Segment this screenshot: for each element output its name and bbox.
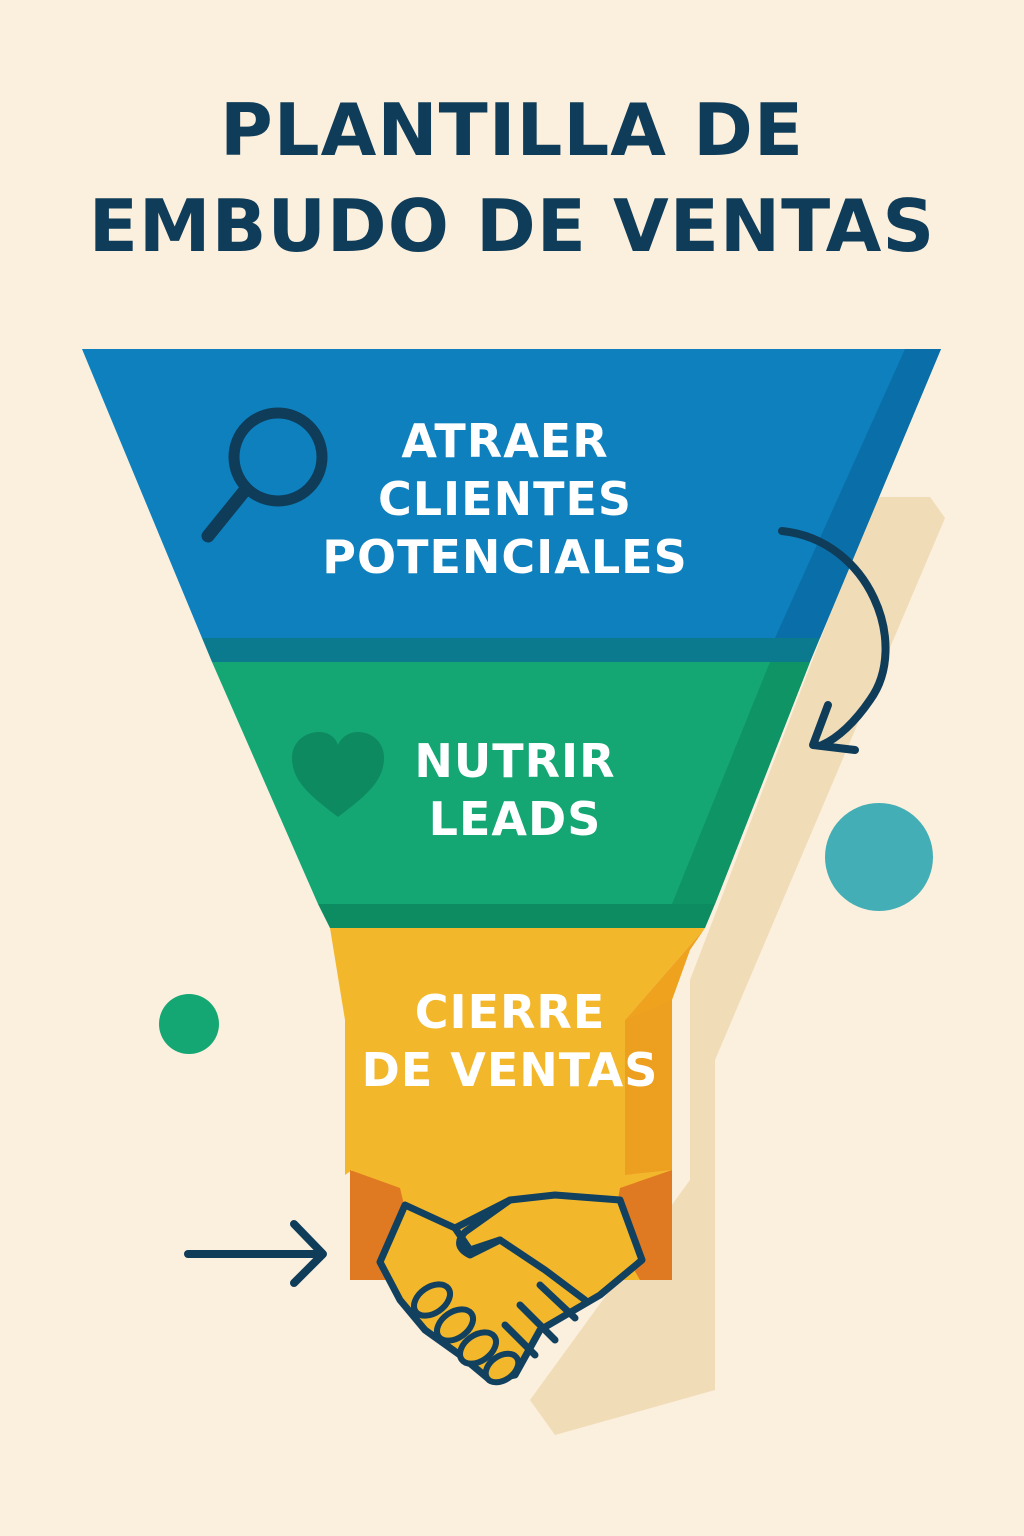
stage-1-label: ATRAER CLIENTES POTENCIALES: [280, 412, 730, 586]
stage-2-line-2: LEADS: [428, 792, 602, 846]
stage-3-line-1: CIERRE: [414, 985, 606, 1039]
page-title: PLANTILLA DE EMBUDO DE VENTAS: [0, 82, 1024, 274]
decorative-teal-circle: [825, 803, 933, 911]
stage-2-label: NUTRIR LEADS: [385, 732, 645, 848]
curved-arrow-icon: [778, 527, 890, 754]
funnel-stage-3-shape: [330, 928, 705, 1280]
stage-1-line-3: POTENCIALES: [322, 530, 688, 584]
title-line-2: EMBUDO DE VENTAS: [88, 184, 936, 268]
funnel-stage-1-divider: [202, 638, 820, 662]
funnel-stage-2-divider: [318, 904, 715, 928]
stage-1-line-2: CLIENTES: [377, 472, 633, 526]
stage-1-line-1: ATRAER: [401, 414, 609, 468]
title-line-1: PLANTILLA DE: [219, 88, 805, 172]
stage-2-line-1: NUTRIR: [414, 734, 616, 788]
funnel-stage-2-shape: [212, 662, 810, 904]
stage-3-line-2: DE VENTAS: [361, 1043, 659, 1097]
right-arrow-icon: [184, 1220, 327, 1287]
stage-3-label: CIERRE DE VENTAS: [330, 983, 690, 1099]
handshake-icon: [376, 1191, 646, 1386]
heart-icon: [292, 732, 384, 817]
magnifying-glass-icon: [201, 407, 328, 543]
decorative-green-circle: [159, 994, 219, 1054]
